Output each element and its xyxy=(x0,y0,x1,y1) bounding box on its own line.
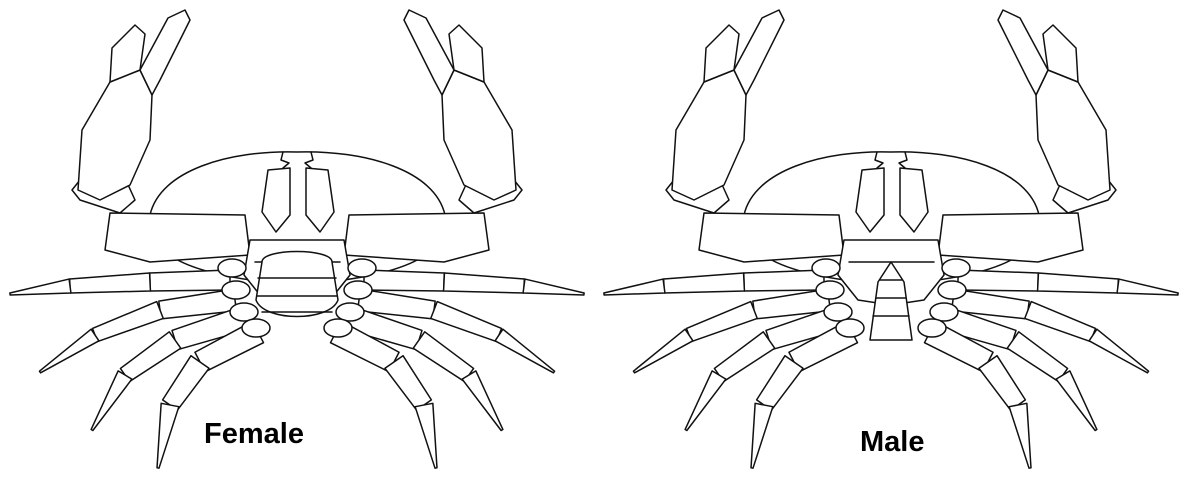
leg-3-left-segment xyxy=(685,371,726,431)
leg-4-right-segment xyxy=(415,403,437,468)
coxa-right-4 xyxy=(324,319,352,337)
leg-2-left-segment xyxy=(686,302,757,342)
cheliped-dactyl xyxy=(140,10,190,95)
leg-2-left-segment xyxy=(92,302,163,342)
cheliped-left xyxy=(666,10,844,262)
leg-1-left xyxy=(10,270,230,295)
cheliped-merus xyxy=(105,213,250,262)
leg-1-right-segment xyxy=(523,279,584,295)
leg-1-left-segment xyxy=(10,279,71,295)
coxa-right-4 xyxy=(918,319,946,337)
coxa-right-1 xyxy=(942,259,970,277)
cheliped-right xyxy=(344,10,522,262)
coxa-right-2 xyxy=(938,281,966,299)
leg-3-right-segment xyxy=(462,371,503,431)
leg-4-left-segment xyxy=(757,356,803,410)
leg-4-right-segment xyxy=(1009,403,1031,468)
leg-3-left-segment xyxy=(714,332,774,382)
cheliped-left xyxy=(72,10,250,262)
abdomen-broad xyxy=(256,252,338,317)
female-crab-drawing xyxy=(0,0,594,483)
cheliped-palm xyxy=(672,70,746,200)
leg-2-right-segment xyxy=(1025,302,1096,342)
cheliped-palm xyxy=(442,70,516,200)
coxa-left-3 xyxy=(824,303,852,321)
crab-male xyxy=(604,10,1178,468)
coxa-right-2 xyxy=(344,281,372,299)
male-label: Male xyxy=(860,428,924,457)
cheliped-right xyxy=(938,10,1116,262)
leg-1-left-segment xyxy=(744,270,824,291)
cheliped-merus xyxy=(344,213,489,262)
leg-4-right-segment xyxy=(385,356,431,410)
leg-3-right-segment xyxy=(1007,332,1067,382)
coxa-left-4 xyxy=(836,319,864,337)
leg-1-right-segment xyxy=(1117,279,1178,295)
leg-4-left-segment xyxy=(751,403,773,468)
leg-4-left-segment xyxy=(163,356,209,410)
leg-1-right-segment xyxy=(1038,273,1119,293)
cheliped-merus xyxy=(938,213,1083,262)
leg-4-left-segment xyxy=(157,403,179,468)
leg-2-right-segment xyxy=(431,302,502,342)
cheliped-merus xyxy=(699,213,844,262)
coxa-left-4 xyxy=(242,319,270,337)
coxa-right-1 xyxy=(348,259,376,277)
coxa-right-3 xyxy=(336,303,364,321)
leg-3-right-segment xyxy=(1056,371,1097,431)
cheliped-palm xyxy=(1036,70,1110,200)
leg-1-right-segment xyxy=(364,270,444,291)
coxa-left-1 xyxy=(812,259,840,277)
female-label: Female xyxy=(204,420,304,449)
leg-1-right xyxy=(364,270,584,295)
leg-4-right-segment xyxy=(979,356,1025,410)
leg-1-left-segment xyxy=(604,279,665,295)
leg-2-right-segment xyxy=(495,329,554,373)
coxa-right-3 xyxy=(930,303,958,321)
leg-3-left-segment xyxy=(120,332,180,382)
coxa-left-3 xyxy=(230,303,258,321)
leg-2-left-segment xyxy=(633,329,692,373)
coxa-left-2 xyxy=(222,281,250,299)
leg-1-left-segment xyxy=(664,273,745,293)
leg-1-right-segment xyxy=(958,270,1038,291)
leg-3-left-segment xyxy=(91,371,132,431)
leg-1-left xyxy=(604,270,824,295)
leg-1-left-segment xyxy=(70,273,151,293)
crab-female xyxy=(10,10,584,468)
leg-1-left-segment xyxy=(150,270,230,291)
coxa-left-1 xyxy=(218,259,246,277)
coxa-left-2 xyxy=(816,281,844,299)
cheliped-dactyl xyxy=(404,10,454,95)
leg-3-right-segment xyxy=(413,332,473,382)
male-crab-drawing xyxy=(594,0,1188,483)
abdomen xyxy=(256,252,338,317)
cheliped-dactyl xyxy=(998,10,1048,95)
cheliped-palm xyxy=(78,70,152,200)
leg-1-right xyxy=(958,270,1178,295)
cheliped-dactyl xyxy=(734,10,784,95)
leg-1-right-segment xyxy=(444,273,525,293)
leg-2-right-segment xyxy=(1089,329,1148,373)
leg-2-left-segment xyxy=(39,329,98,373)
